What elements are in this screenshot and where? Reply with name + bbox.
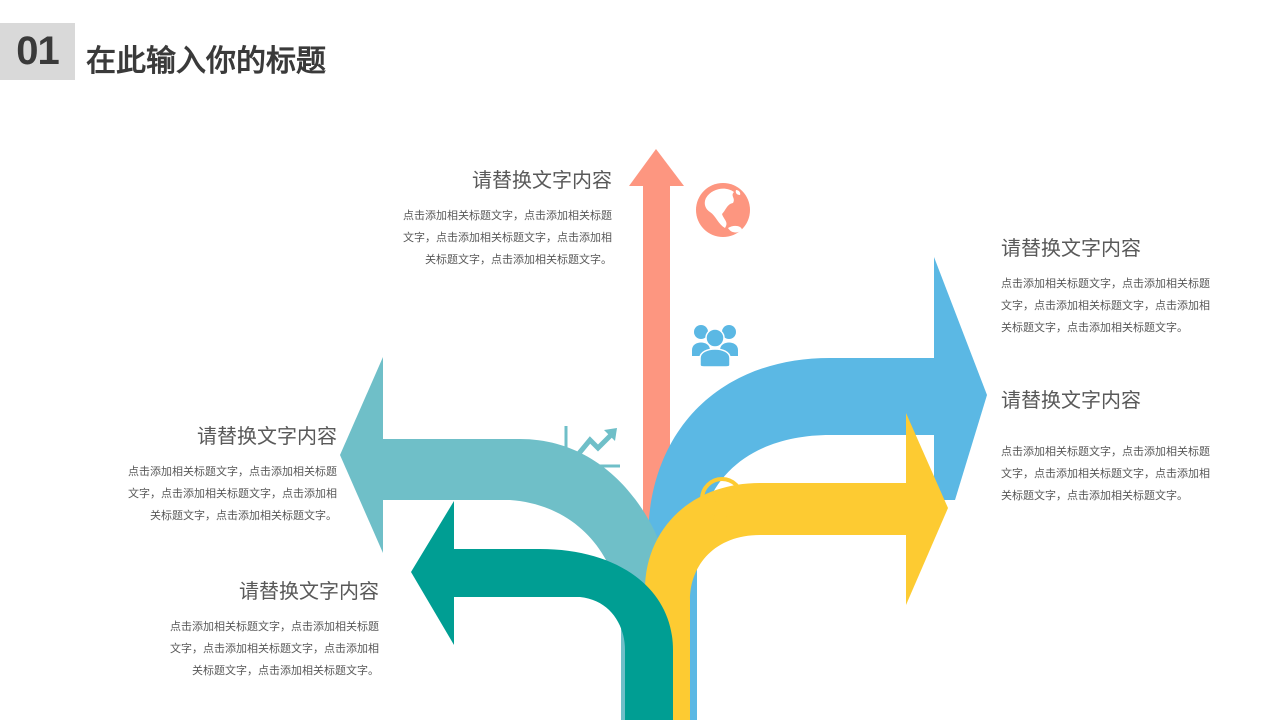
- users-icon: [692, 325, 738, 368]
- block-heading: 请替换文字内容: [197, 424, 337, 448]
- block-line: 关标题文字，点击添加相关标题文字。: [425, 253, 612, 266]
- block-heading: 请替换文字内容: [1001, 388, 1141, 412]
- block-heading: 请替换文字内容: [1001, 236, 1141, 260]
- block-body: 点击添加相关标题文字，点击添加相关标题 文字，点击添加相关标题文字，点击添加相 …: [1001, 273, 1233, 339]
- growth-chart-icon: [564, 426, 620, 468]
- block-line: 点击添加相关标题文字，点击添加相关标题: [128, 465, 337, 478]
- page-title: 在此输入你的标题: [86, 44, 326, 79]
- block-line: 点击添加相关标题文字，点击添加相关标题: [1001, 277, 1210, 290]
- block-line: 文字，点击添加相关标题文字，点击添加相: [170, 642, 379, 655]
- block-line: 点击添加相关标题文字，点击添加相关标题: [170, 620, 379, 633]
- yellow-right-arrow: [645, 413, 948, 720]
- text-block-top: 请替换文字内容 点击添加相关标题文字，点击添加相关标题 文字，点击添加相关标题文…: [380, 167, 612, 271]
- block-line: 关标题文字，点击添加相关标题文字。: [1001, 489, 1188, 502]
- block-line: 点击添加相关标题文字，点击添加相关标题: [403, 209, 612, 222]
- section-number-box: 01: [0, 23, 75, 80]
- section-number: 01: [16, 29, 59, 73]
- block-line: 关标题文字，点击添加相关标题文字。: [192, 664, 379, 677]
- block-body: 点击添加相关标题文字，点击添加相关标题 文字，点击添加相关标题文字，点击添加相 …: [1001, 441, 1233, 507]
- globe-icon: [696, 183, 750, 237]
- text-block-left-bottom: 请替换文字内容 点击添加相关标题文字，点击添加相关标题 文字，点击添加相关标题文…: [147, 578, 379, 682]
- block-heading: 请替换文字内容: [472, 168, 612, 192]
- block-line: 文字，点击添加相关标题文字，点击添加相: [1001, 299, 1210, 312]
- block-body: 点击添加相关标题文字，点击添加相关标题 文字，点击添加相关标题文字，点击添加相 …: [380, 205, 612, 271]
- block-body: 点击添加相关标题文字，点击添加相关标题 文字，点击添加相关标题文字，点击添加相 …: [147, 616, 379, 682]
- block-heading: 请替换文字内容: [239, 579, 379, 603]
- block-body: 点击添加相关标题文字，点击添加相关标题 文字，点击添加相关标题文字，点击添加相 …: [105, 461, 337, 527]
- soccer-ball-icon: [700, 477, 744, 521]
- block-line: 点击添加相关标题文字，点击添加相关标题: [1001, 445, 1210, 458]
- block-line: 文字，点击添加相关标题文字，点击添加相: [128, 487, 337, 500]
- block-line: 文字，点击添加相关标题文字，点击添加相: [1001, 467, 1210, 480]
- text-block-right-bottom: 请替换文字内容 点击添加相关标题文字，点击添加相关标题 文字，点击添加相关标题文…: [1001, 387, 1233, 507]
- text-block-right-top: 请替换文字内容 点击添加相关标题文字，点击添加相关标题 文字，点击添加相关标题文…: [1001, 235, 1233, 339]
- light-teal-left-arrow: [340, 357, 672, 720]
- blue-right-arrow: [648, 257, 987, 720]
- block-line: 关标题文字，点击添加相关标题文字。: [150, 509, 337, 522]
- text-block-left-top: 请替换文字内容 点击添加相关标题文字，点击添加相关标题 文字，点击添加相关标题文…: [105, 423, 337, 527]
- dark-teal-left-arrow: [411, 501, 673, 720]
- block-line: 关标题文字，点击添加相关标题文字。: [1001, 321, 1188, 334]
- block-line: 文字，点击添加相关标题文字，点击添加相: [403, 231, 612, 244]
